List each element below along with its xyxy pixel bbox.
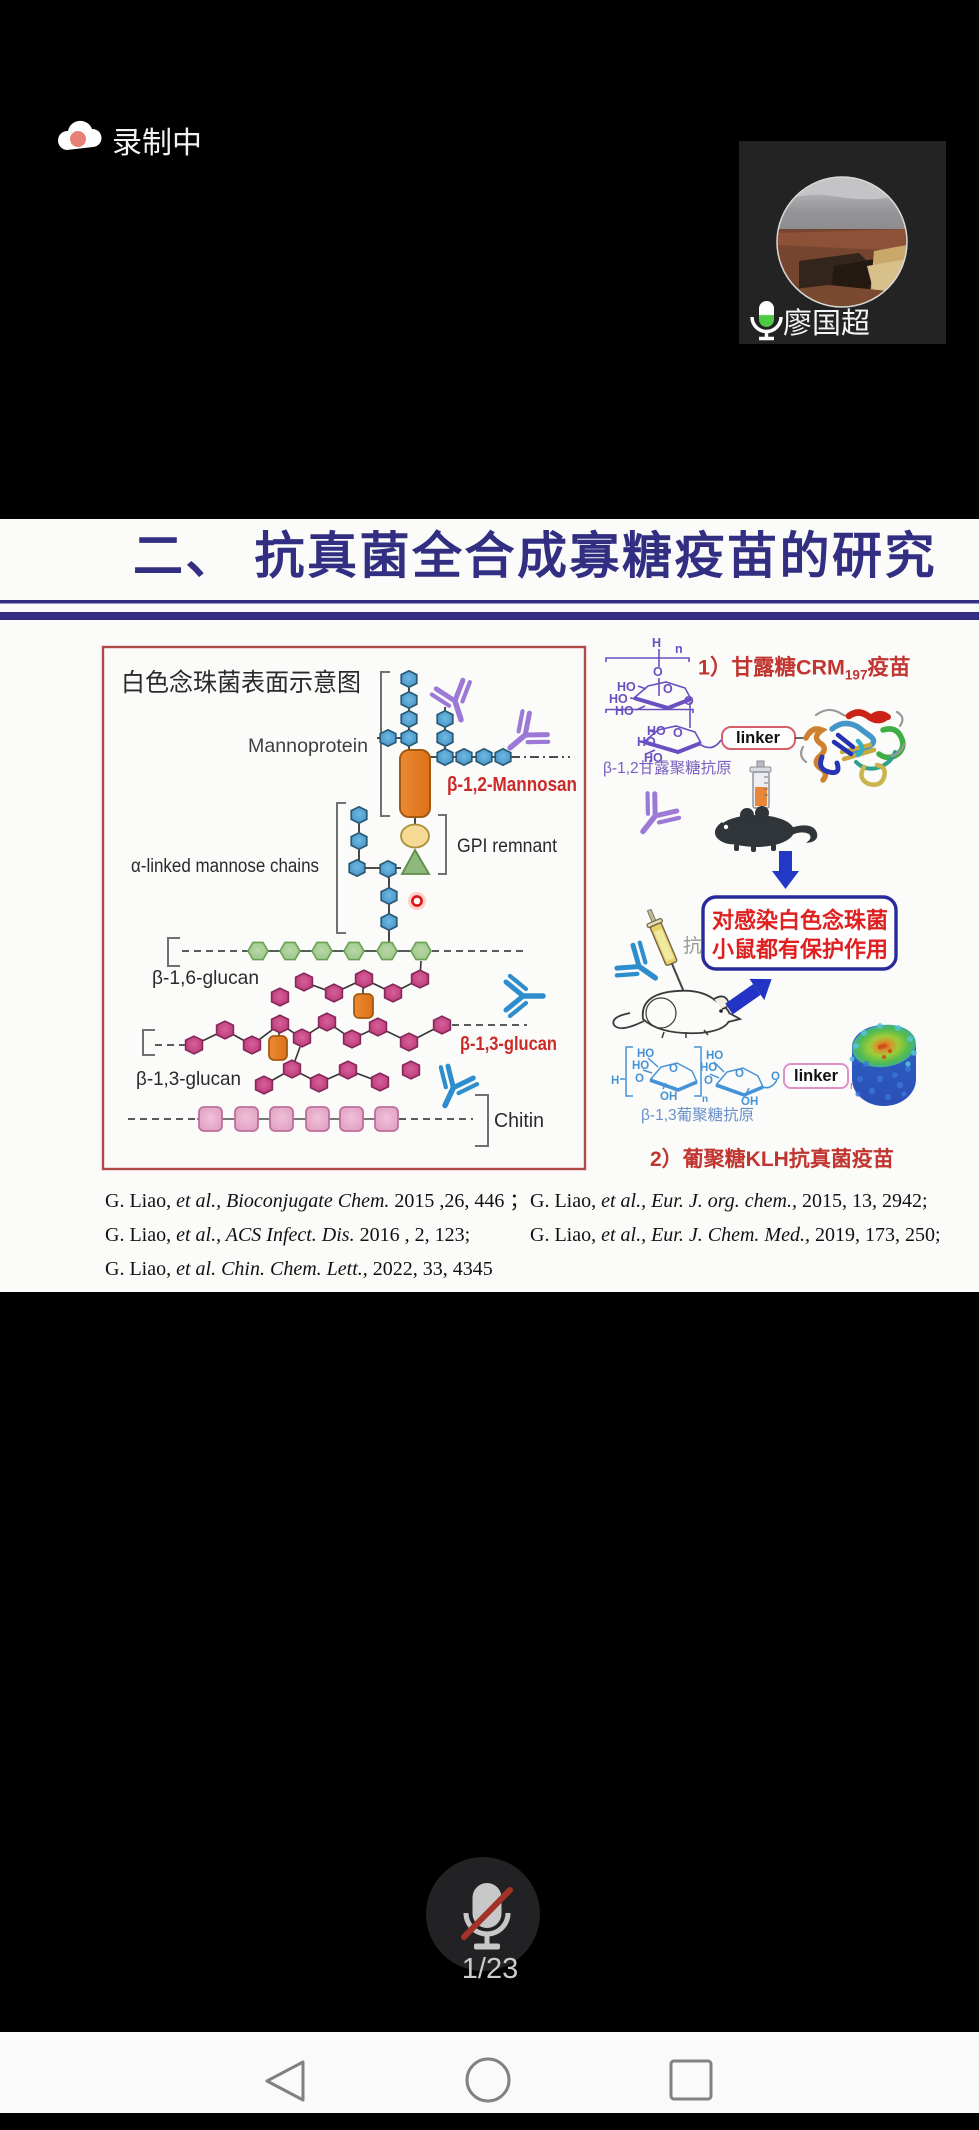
svg-text:二、 抗真菌全合成寡糖疫苗的研究: 二、 抗真菌全合成寡糖疫苗的研究	[133, 528, 937, 584]
svg-text:O: O	[673, 726, 683, 740]
svg-text:G. Liao, et al., Eur. J. org.: G. Liao, et al., Eur. J. org. chem., 201…	[530, 1190, 928, 1212]
svg-text:廖国超: 廖国超	[783, 307, 870, 340]
svg-text:β-1,6-glucan: β-1,6-glucan	[152, 967, 259, 989]
svg-text:G. Liao, et al., Bioconjugate: G. Liao, et al., Bioconjugate Chem. 2015…	[105, 1190, 529, 1212]
svg-text:Chitin: Chitin	[494, 1110, 544, 1132]
svg-text:n: n	[850, 1080, 856, 1092]
svg-text:OH: OH	[741, 1096, 758, 1108]
svg-text:HO: HO	[644, 751, 663, 765]
svg-text:HO: HO	[637, 1048, 654, 1060]
svg-text:O: O	[663, 682, 673, 696]
svg-text:n: n	[702, 1094, 708, 1105]
svg-text:O: O	[653, 665, 663, 679]
svg-text:HO: HO	[617, 680, 636, 694]
svg-text:录制中: 录制中	[112, 127, 202, 160]
svg-text:O: O	[684, 694, 694, 708]
svg-text:O: O	[735, 1068, 744, 1080]
svg-text:抗: 抗	[683, 935, 702, 957]
svg-text:HO: HO	[637, 735, 656, 749]
svg-text:HO: HO	[647, 724, 666, 738]
svg-text:G. Liao, et al. Chin. Chem. Le: G. Liao, et al. Chin. Chem. Lett., 2022,…	[105, 1258, 493, 1280]
svg-text:白色念珠菌表面示意图: 白色念珠菌表面示意图	[121, 669, 361, 697]
svg-text:HO: HO	[706, 1050, 723, 1062]
svg-text:β-1,2甘露聚糖抗原: β-1,2甘露聚糖抗原	[603, 759, 732, 777]
svg-text:β-1,3-glucan: β-1,3-glucan	[136, 1068, 241, 1090]
svg-text:GPI remnant: GPI remnant	[457, 835, 558, 857]
svg-text:Mannoprotein: Mannoprotein	[248, 735, 368, 757]
svg-text:OH: OH	[660, 1091, 677, 1103]
svg-text:O: O	[635, 1073, 644, 1085]
svg-text:HO: HO	[615, 704, 634, 718]
svg-text:β-1,3-glucan: β-1,3-glucan	[460, 1033, 557, 1055]
svg-text:HO: HO	[700, 1062, 717, 1074]
svg-text:O: O	[704, 1075, 713, 1087]
svg-text:G. Liao, et al., Eur. J. Chem.: G. Liao, et al., Eur. J. Chem. Med., 201…	[530, 1224, 941, 1246]
svg-text:β-1,3葡聚糖抗原: β-1,3葡聚糖抗原	[641, 1106, 754, 1124]
svg-text:H: H	[611, 1075, 619, 1087]
svg-text:β-1,2-Mannosan: β-1,2-Mannosan	[447, 774, 577, 796]
svg-text:小鼠都有保护作用: 小鼠都有保护作用	[712, 937, 888, 962]
svg-text:α-linked mannose chains: α-linked mannose chains	[131, 856, 319, 877]
svg-text:HO: HO	[632, 1060, 649, 1072]
svg-text:G. Liao, et al., ACS Infect.: G. Liao, et al., ACS Infect. Dis. 2016 ,…	[105, 1224, 470, 1246]
svg-text:O: O	[669, 1063, 678, 1075]
svg-text:2）葡聚糖KLH抗真菌疫苗: 2）葡聚糖KLH抗真菌疫苗	[650, 1147, 894, 1171]
svg-text:n: n	[675, 642, 683, 656]
svg-text:1）甘露糖CRM197疫苗: 1）甘露糖CRM197疫苗	[698, 655, 910, 683]
svg-text:O: O	[771, 1071, 780, 1083]
svg-text:对感染白色念珠菌: 对感染白色念珠菌	[712, 908, 888, 933]
svg-text:HO: HO	[609, 692, 628, 706]
svg-text:1/23: 1/23	[462, 1953, 518, 1985]
svg-text:linker: linker	[736, 729, 781, 747]
svg-text:linker: linker	[794, 1067, 839, 1085]
svg-text:H: H	[652, 636, 661, 650]
